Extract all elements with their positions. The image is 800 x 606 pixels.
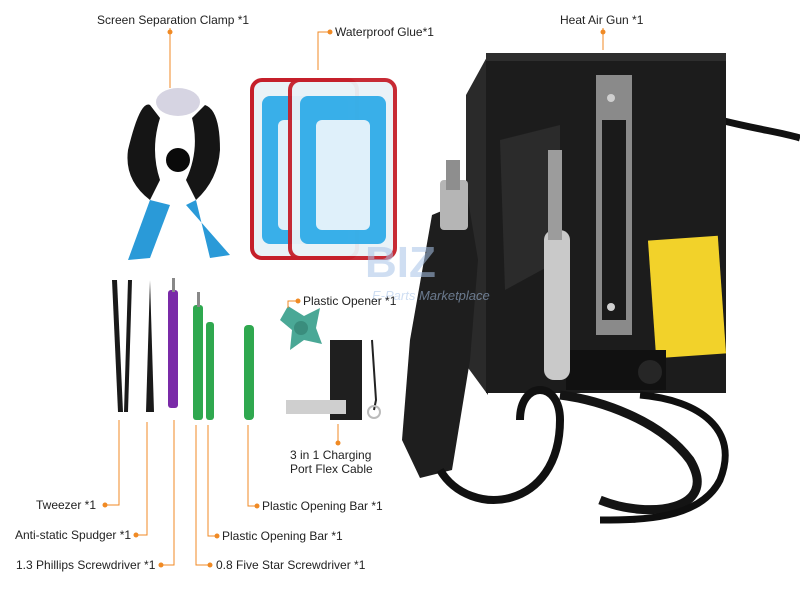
anti-static-spudger xyxy=(146,280,154,412)
label-plastic-opener: Plastic Opener *1 xyxy=(303,294,397,308)
heat-air-gun-station xyxy=(402,53,800,524)
phillips-screwdriver xyxy=(168,278,178,408)
label-tweezer: Tweezer *1 xyxy=(36,498,97,512)
watermark-brand: BIZ xyxy=(365,238,436,287)
tweezer xyxy=(112,280,132,412)
plastic-opening-bar-large xyxy=(244,325,254,420)
charging-port-flex-cable xyxy=(286,339,381,420)
label-five-star-screwdriver: 0.8 Five Star Screwdriver *1 xyxy=(216,558,366,572)
waterproof-glue xyxy=(250,78,397,260)
label-plastic-opening-bar-b: Plastic Opening Bar *1 xyxy=(262,499,383,513)
label-flex-cable-line1: 3 in 1 Charging xyxy=(290,448,372,462)
plastic-opener xyxy=(280,306,322,350)
watermark-tagline: E-Parts Marketplace xyxy=(372,288,490,303)
screen-separation-clamp xyxy=(127,88,230,260)
label-screen-separation-clamp: Screen Separation Clamp *1 xyxy=(97,13,250,27)
plastic-opening-bar-small xyxy=(206,322,214,420)
label-heat-air-gun: Heat Air Gun *1 xyxy=(560,13,644,27)
label-plastic-opening-bar-a: Plastic Opening Bar *1 xyxy=(222,529,343,543)
callout-lines xyxy=(105,28,604,566)
label-anti-static-spudger: Anti-static Spudger *1 xyxy=(15,528,132,542)
label-flex-cable-line2: Port Flex Cable xyxy=(290,462,373,476)
callout-dots xyxy=(102,29,606,568)
five-star-screwdriver xyxy=(193,292,203,420)
label-waterproof-glue: Waterproof Glue*1 xyxy=(335,25,434,39)
label-phillips-screwdriver: 1.3 Phillips Screwdriver *1 xyxy=(16,558,156,572)
